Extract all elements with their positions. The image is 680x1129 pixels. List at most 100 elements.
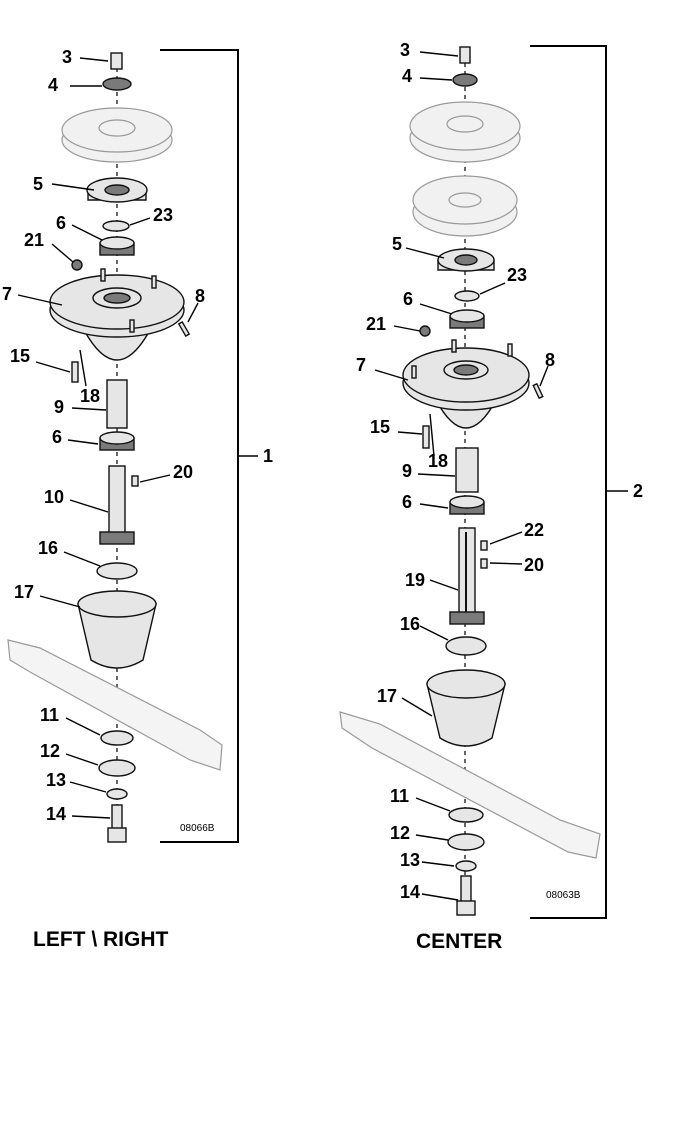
left-callout-9: 9	[54, 397, 64, 417]
center-part-22	[480, 540, 488, 551]
center-pulley-lower	[412, 175, 518, 237]
center-part-19	[449, 527, 485, 625]
left-callout-8: 8	[195, 286, 205, 306]
left-callouts: 3 4 5 23 21 6 7 8 15 18 9 6 20 10 16 17 …	[2, 47, 273, 824]
center-callout-12: 12	[390, 823, 410, 843]
left-callout-14: 14	[46, 804, 66, 824]
left-callout-12: 12	[40, 741, 60, 761]
center-part-5	[437, 248, 495, 272]
center-blade	[339, 711, 601, 859]
left-part-17	[77, 590, 157, 669]
center-assembly: 3 4 5 23 6 21 7 8 15 18 9 6 22 20 19 16 …	[339, 40, 643, 953]
left-callout-6: 6	[56, 213, 66, 233]
center-callout-14: 14	[400, 882, 420, 902]
center-part-14	[456, 875, 476, 916]
left-callout-10: 10	[44, 487, 64, 507]
left-pulley	[61, 107, 173, 163]
left-part-6-upper	[99, 236, 135, 256]
center-part-6-lower	[449, 495, 485, 515]
center-callout-6: 6	[403, 289, 413, 309]
center-callout-11: 11	[390, 786, 409, 806]
left-callout-21: 21	[24, 230, 44, 250]
left-callout-3: 3	[62, 47, 72, 67]
center-callout-17: 17	[377, 686, 397, 706]
left-callout-4: 4	[48, 75, 58, 95]
left-part-9	[106, 379, 128, 429]
center-callout-21: 21	[366, 314, 386, 334]
center-part-11	[448, 807, 484, 823]
left-part-10	[99, 465, 135, 545]
center-callout-9: 9	[402, 461, 412, 481]
center-bracket	[530, 45, 607, 919]
center-part-8	[532, 382, 544, 400]
center-callout-7: 7	[356, 355, 366, 375]
left-part-6-lower	[99, 431, 135, 451]
center-part-17	[426, 669, 506, 747]
center-leaders	[374, 51, 549, 901]
left-part-16	[96, 562, 138, 580]
center-part-20	[480, 558, 488, 569]
center-part-16	[445, 636, 487, 656]
center-drawing-code: 08063B	[546, 890, 581, 901]
center-part-15	[422, 425, 430, 449]
left-part-5	[86, 177, 148, 203]
left-callout-11: 11	[40, 705, 59, 725]
left-part-12	[98, 759, 136, 777]
left-assembly-number: 1	[263, 446, 273, 466]
left-bracket	[160, 49, 239, 843]
left-part-20	[131, 475, 139, 487]
left-callout-7: 7	[2, 284, 12, 304]
center-callout-19: 19	[405, 570, 425, 590]
center-callout-6-lower: 6	[402, 492, 412, 512]
left-callout-6-lower: 6	[52, 427, 62, 447]
center-part-13	[455, 860, 477, 872]
left-callout-23: 23	[153, 205, 173, 225]
center-callout-23: 23	[507, 265, 527, 285]
center-part-6-upper	[449, 309, 485, 329]
center-callout-4: 4	[402, 66, 412, 86]
left-callout-20: 20	[173, 462, 193, 482]
left-part-11	[100, 730, 134, 746]
center-part-7	[402, 339, 530, 429]
left-caption: LEFT \ RIGHT	[33, 928, 168, 951]
center-callout-15: 15	[370, 417, 390, 437]
center-callout-5: 5	[392, 234, 402, 254]
left-part-23	[102, 220, 130, 232]
center-part-9	[455, 447, 479, 493]
left-part-21	[71, 259, 83, 271]
center-caption: CENTER	[416, 930, 502, 953]
left-callout-17: 17	[14, 582, 34, 602]
center-assembly-number: 2	[633, 481, 643, 501]
center-callout-22: 22	[524, 520, 544, 540]
center-part-23	[454, 290, 480, 302]
center-callout-16: 16	[400, 614, 420, 634]
left-callout-15: 15	[10, 346, 30, 366]
left-part-13	[106, 788, 128, 800]
left-callout-5: 5	[33, 174, 43, 194]
center-part-12	[447, 833, 485, 851]
center-callout-20: 20	[524, 555, 544, 575]
center-part-4	[452, 73, 478, 87]
left-callout-18: 18	[80, 386, 100, 406]
center-callout-3: 3	[400, 40, 410, 60]
left-part-4	[102, 77, 132, 91]
center-callouts: 3 4 5 23 6 21 7 8 15 18 9 6 22 20 19 16 …	[356, 40, 643, 902]
left-drawing-code: 08066B	[180, 823, 215, 834]
center-part-21	[419, 325, 431, 337]
center-part-3	[459, 46, 471, 64]
left-callout-13: 13	[46, 770, 66, 790]
left-part-7	[49, 268, 185, 361]
left-blade	[7, 639, 223, 771]
left-part-15	[71, 361, 79, 383]
left-callout-16: 16	[38, 538, 58, 558]
center-pulley-upper	[409, 101, 521, 163]
left-part-14	[107, 804, 127, 843]
center-callout-8: 8	[545, 350, 555, 370]
left-right-assembly: 3 4 5 23 21 6 7 8 15 18 9 6 20 10 16 17 …	[2, 47, 273, 951]
left-leaders	[17, 57, 199, 819]
center-callout-13: 13	[400, 850, 420, 870]
left-part-8	[177, 320, 191, 338]
left-part-3	[110, 52, 123, 70]
center-callout-18: 18	[428, 451, 448, 471]
